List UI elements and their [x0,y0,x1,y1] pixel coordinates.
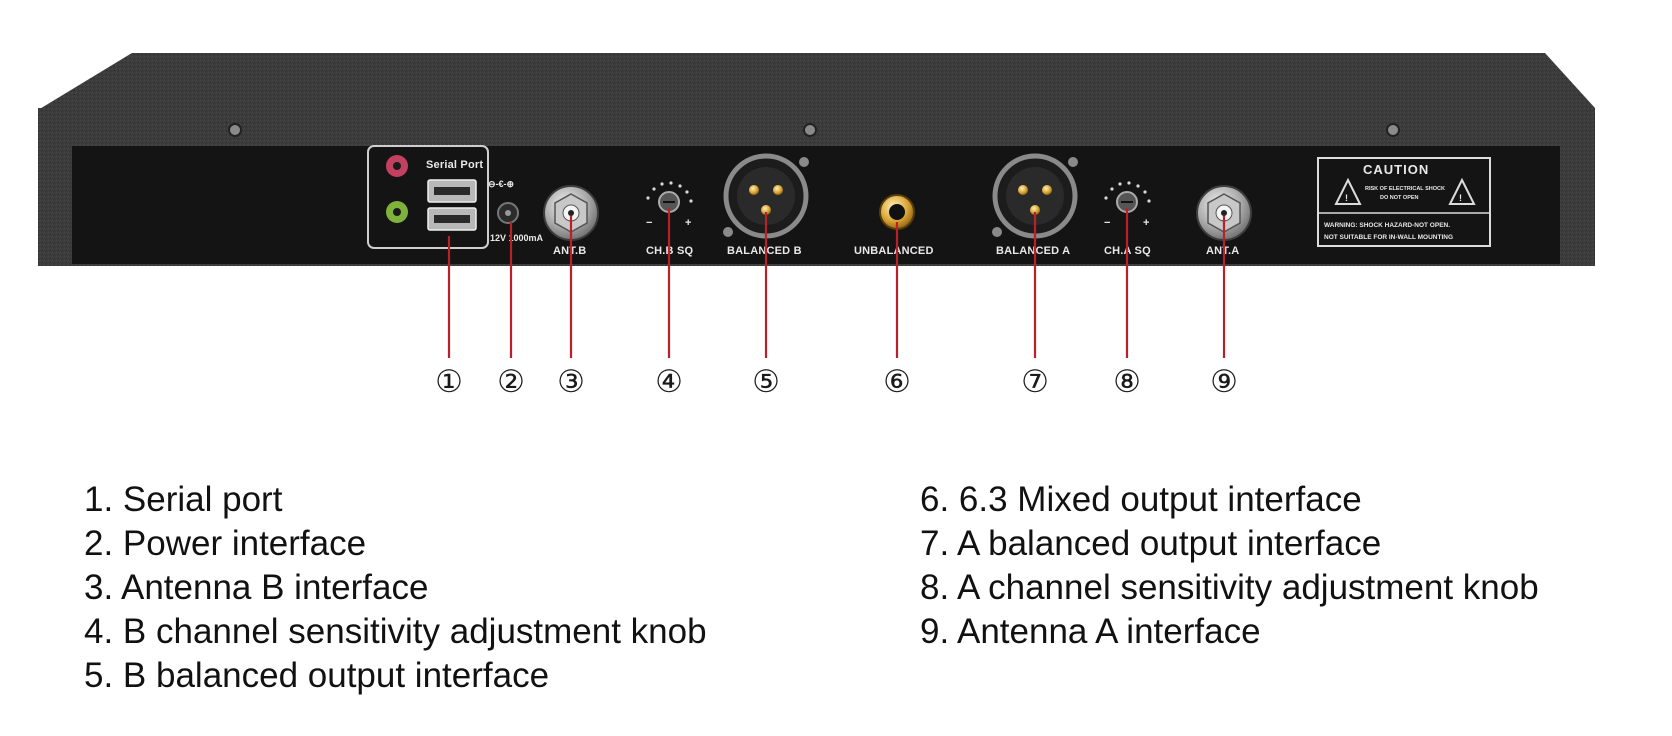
antenna-b-interface: ANT.B [543,185,599,257]
dial-ticks [646,181,693,203]
xlr-pin [1030,205,1040,215]
balanced-a-label: BALANCED A [996,245,1070,257]
caution-frame [1317,157,1491,247]
xlr-pin [1042,185,1052,195]
usb-port-slot [434,187,470,195]
dc-polarity-icon: ⊖-€-⊕ [488,179,514,189]
audio-jack-hole [393,208,401,216]
screw-icon [723,227,733,237]
unbalanced-interface: UNBALANCED [854,194,934,257]
channel-a-sq-knob: − + CH.A SQ [1104,181,1151,257]
antenna-a-interface: ANT.A [1196,185,1252,257]
xlr-pin [761,205,771,215]
legend-item-2: 2. Power interface [84,524,367,563]
legend-item-8: 8. A channel sensitivity adjustment knob [920,568,1539,607]
legend-item-6: 6. 6.3 Mixed output interface [920,480,1362,519]
warning-exclamation: ! [1459,193,1462,203]
callout-3: ③ [557,364,585,400]
screw-icon [1068,157,1078,167]
bnc-pin [1221,210,1227,216]
callout-9: ⑨ [1210,364,1238,400]
xlr-inner [737,167,795,225]
minus-sign: − [646,217,653,229]
ant-b-label: ANT.B [553,245,586,257]
screw-icon [1386,123,1400,137]
callout-2: ② [497,364,525,400]
serial-port-label: Serial Port [426,159,483,171]
caution-shock-line2: DO NOT OPEN [1380,195,1419,201]
xlr-pin [773,185,783,195]
bnc-pin [568,210,574,216]
screw-icon [799,157,809,167]
callout-8: ⑧ [1113,364,1141,400]
plus-sign: + [1143,217,1150,229]
minus-sign: − [1104,217,1111,229]
phone-jack-hole [889,204,905,220]
serial-port-group: Serial Port [367,145,489,249]
leader-lines [447,208,1226,358]
screw-icon [228,123,242,137]
unbalanced-label: UNBALANCED [854,245,934,257]
dc-power-jack-pin [505,210,511,216]
callout-numbers: ① ② ③ ④ ⑤ ⑥ ⑦ ⑧ ⑨ [435,364,1238,400]
chassis-top [38,53,1595,110]
usb-port-slot [434,215,470,223]
warning-triangle-icon [1448,177,1476,205]
xlr-pin [1018,185,1028,195]
power-label: 12V 1000mA [490,233,544,243]
caution-warning-line1: WARNING: SHOCK HAZARD-NOT OPEN. [1324,222,1450,229]
legend-item-7: 7. A balanced output interface [920,524,1382,563]
legend-right: 6. 6.3 Mixed output interface 7. A balan… [920,478,1539,654]
balanced-a-interface: BALANCED A [992,153,1078,257]
callout-1: ① [435,364,463,400]
legend-item-4: 4. B channel sensitivity adjustment knob [84,612,707,651]
caution-label: CAUTION ! ! RISK OF ELECTRICAL SHOCK DO … [1317,157,1491,247]
xlr-inner [1006,167,1064,225]
balanced-b-interface: BALANCED B [723,153,809,257]
legend-item-1: 1. Serial port [84,480,283,519]
screw-icon [803,123,817,137]
callout-4: ④ [655,364,683,400]
plus-sign: + [685,217,692,229]
rear-panel [72,146,1560,264]
legend-left: 1. Serial port 2. Power interface 3. Ant… [84,478,707,698]
legend-item-3: 3. Antenna B interface [84,568,429,607]
screw-icon [992,227,1002,237]
warning-triangle-icon [1334,177,1362,205]
legend-item-5: 5. B balanced output interface [84,656,550,695]
caution-shock-line1: RISK OF ELECTRICAL SHOCK [1365,186,1445,192]
xlr-pin [749,185,759,195]
chassis [38,53,1595,266]
power-interface: ⊖-€-⊕ 12V 1000mA [488,179,544,243]
dial-ticks [1104,181,1151,203]
balanced-b-label: BALANCED B [727,245,802,257]
rear-panel-diagram: Serial Port ⊖-€-⊕ 12V 1000mA ANT.B − + C… [38,53,1595,400]
warning-exclamation: ! [1345,193,1348,203]
caution-title: CAUTION [1363,162,1429,177]
callout-7: ⑦ [1021,364,1049,400]
legend-item-9: 9. Antenna A interface [920,612,1261,651]
caution-warning-line2: NOT SUITABLE FOR IN-WALL MOUNTING [1324,234,1453,241]
audio-jack-hole [393,162,401,170]
serial-port-frame [367,145,489,249]
ant-a-label: ANT.A [1206,245,1239,257]
callout-6: ⑥ [883,364,911,400]
callout-5: ⑤ [752,364,780,400]
